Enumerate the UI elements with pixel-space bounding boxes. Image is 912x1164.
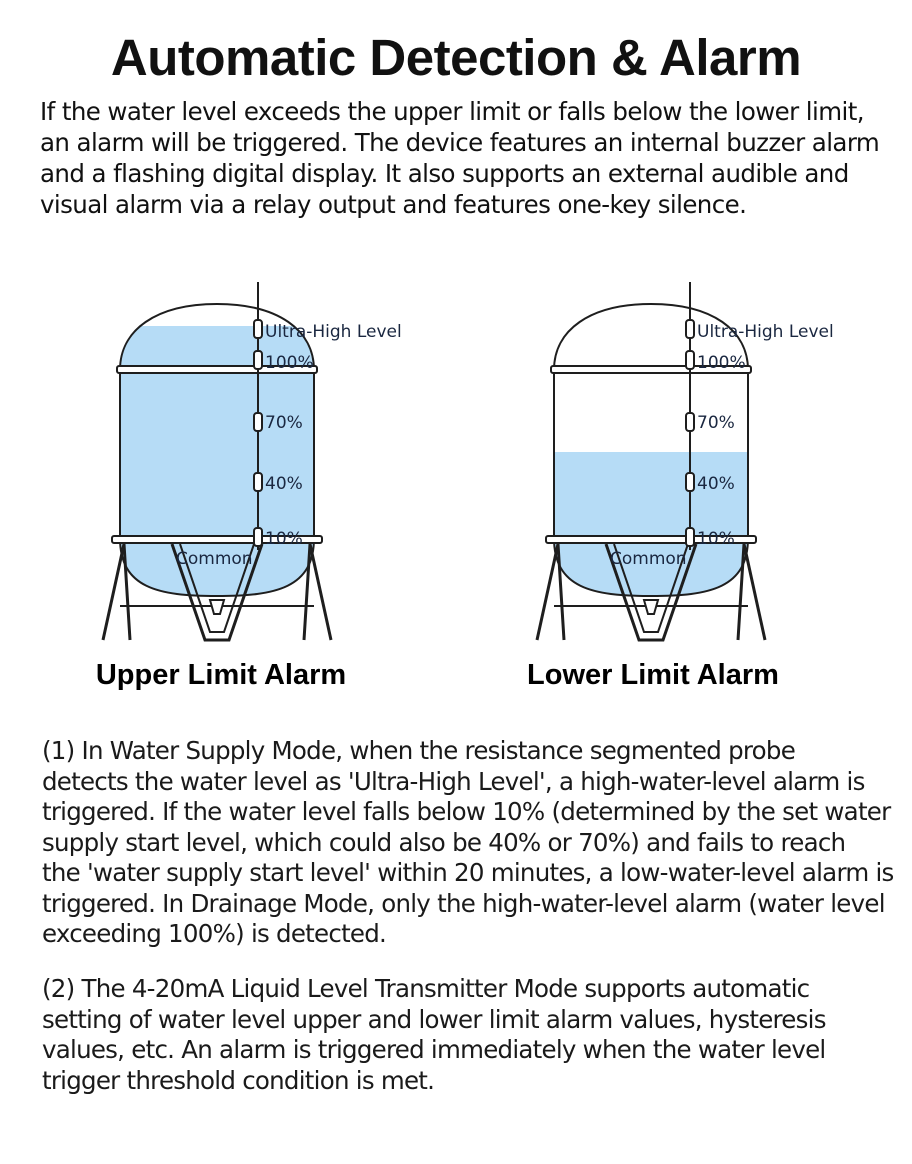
intro-line: and a flashing digital display. It also … xyxy=(40,159,849,188)
label-10: 10% xyxy=(265,529,303,549)
tank-diagram: Ultra-High Level 100% 70% 40% 10% Common… xyxy=(96,282,834,691)
tank-lower-limit: Ultra-High Level 100% 70% 40% 10% Common… xyxy=(527,282,834,691)
label-common: Common xyxy=(610,549,687,569)
lower-band xyxy=(111,535,323,544)
label-ultra-high: Ultra-High Level xyxy=(697,322,834,342)
note-line: triggered. If the water level falls belo… xyxy=(42,797,891,826)
tank-caption: Upper Limit Alarm xyxy=(96,659,346,691)
label-70: 70% xyxy=(265,413,303,433)
note-line: exceeding 100%) is detected. xyxy=(42,919,387,948)
label-40: 40% xyxy=(697,474,735,494)
probe-sensors xyxy=(253,319,263,547)
note-line: detects the water level as 'Ultra-High L… xyxy=(42,766,865,796)
label-100: 100% xyxy=(697,353,746,373)
upper-band xyxy=(116,365,318,374)
intro-paragraph: If the water level exceeds the upper lim… xyxy=(40,96,900,220)
label-10: 10% xyxy=(697,529,735,549)
note-line: (1) In Water Supply Mode, when the resis… xyxy=(42,736,796,765)
tank-stand xyxy=(101,543,333,642)
label-70: 70% xyxy=(697,413,735,433)
upper-band xyxy=(550,365,752,374)
note-line: trigger threshold condition is met. xyxy=(42,1065,435,1095)
label-common: Common xyxy=(176,549,253,569)
intro-line: visual alarm via a relay output and feat… xyxy=(40,190,747,219)
note-line: (2) The 4-20mA Liquid Level Transmitter … xyxy=(42,974,810,1003)
note-line: supply start level, which could also be … xyxy=(42,827,846,857)
drain-outlet xyxy=(208,599,226,615)
note-line: triggered. In Drainage Mode, only the hi… xyxy=(42,888,886,918)
label-100: 100% xyxy=(265,353,314,373)
water-fill xyxy=(554,452,748,596)
tank-caption: Lower Limit Alarm xyxy=(527,659,779,691)
drain-outlet xyxy=(642,599,660,615)
intro-line: an alarm will be triggered. The device f… xyxy=(40,128,880,157)
note-paragraph-2: (2) The 4-20mA Liquid Level Transmitter … xyxy=(42,974,902,1096)
note-line: the 'water supply start level' within 20… xyxy=(42,858,894,887)
intro-line: If the water level exceeds the upper lim… xyxy=(40,97,865,126)
label-ultra-high: Ultra-High Level xyxy=(265,322,402,342)
page-title: Automatic Detection & Alarm xyxy=(110,29,802,86)
note-line: values, etc. An alarm is triggered immed… xyxy=(42,1035,826,1064)
note-line: setting of water level upper and lower l… xyxy=(42,1004,826,1034)
note-paragraph-1: (1) In Water Supply Mode, when the resis… xyxy=(42,736,902,950)
label-40: 40% xyxy=(265,474,303,494)
tank-upper-limit: Ultra-High Level 100% 70% 40% 10% Common… xyxy=(96,282,402,691)
lower-band xyxy=(545,535,757,544)
probe-sensors xyxy=(685,319,695,547)
